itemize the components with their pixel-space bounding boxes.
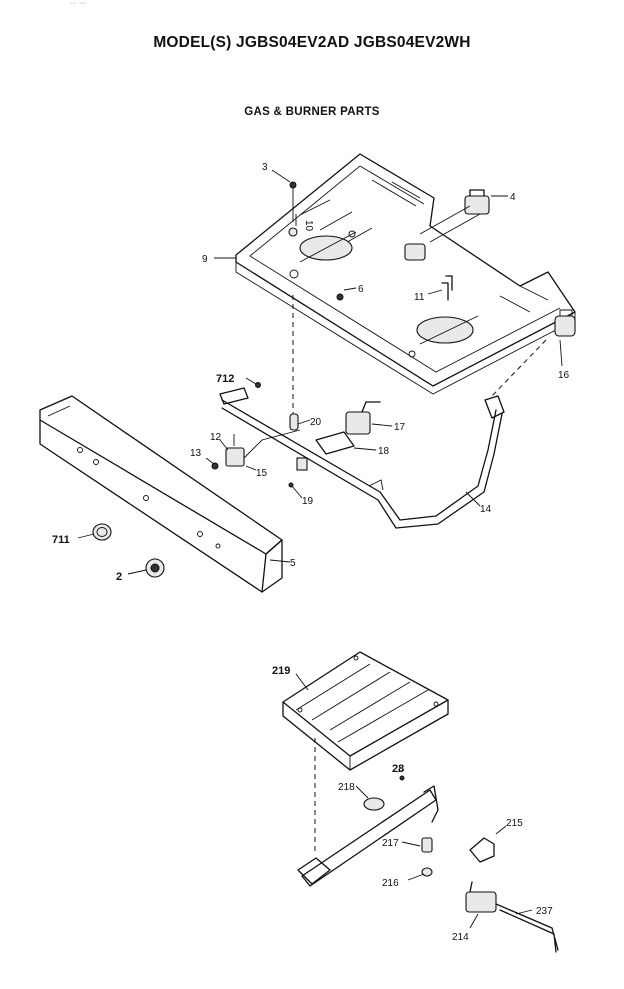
- label-217: 217: [382, 838, 399, 849]
- lower-burner-assembly: [297, 775, 559, 953]
- label-28: 28: [392, 763, 404, 775]
- label-216: 216: [382, 878, 399, 889]
- orifice-218: [363, 797, 385, 811]
- washer-216: [421, 867, 433, 877]
- wire-237: [495, 903, 559, 953]
- burner-tube-14: [221, 399, 497, 521]
- valve-15: [225, 447, 245, 467]
- label-18: 18: [378, 446, 390, 457]
- label-20: 20: [310, 417, 322, 428]
- igniter-parts: [288, 181, 576, 337]
- label-3: 3: [262, 162, 268, 173]
- orifice-20: [289, 413, 299, 431]
- clip-19: [296, 457, 308, 471]
- label-9: 9: [202, 254, 208, 265]
- manifold-assembly: [211, 382, 505, 529]
- leader-lines: [77, 169, 563, 929]
- label-214: 214: [452, 932, 469, 943]
- control-panel-5: [39, 395, 283, 593]
- valve-214: [465, 891, 497, 913]
- label-4: 4: [510, 192, 516, 203]
- label-219: 219: [272, 665, 290, 677]
- screw-28: [399, 775, 405, 781]
- igniter-secondary: [404, 243, 426, 261]
- bracket-215: [469, 837, 495, 863]
- bezel-711: [92, 523, 112, 541]
- label-215: 215: [506, 818, 523, 829]
- header-marks: ··· ···: [70, 0, 86, 7]
- burner-pan: [235, 153, 576, 395]
- burner-port-right: [416, 316, 474, 344]
- label-10: 10: [303, 220, 314, 232]
- label-6: 6: [358, 284, 364, 295]
- screw-712: [255, 382, 261, 388]
- label-5: 5: [290, 558, 296, 569]
- screw-6: [336, 293, 344, 301]
- part-labels: 3 10 4 9 6 11 16 712 20 17 12 13 15 18 1…: [52, 162, 570, 943]
- label-11: 11: [414, 292, 425, 303]
- label-16: 16: [558, 370, 570, 381]
- label-15: 15: [256, 468, 268, 479]
- valve-16: [554, 315, 576, 337]
- clip-11: [441, 275, 453, 301]
- washer-10: [288, 227, 298, 237]
- switch-17: [345, 411, 371, 435]
- label-13: 13: [190, 448, 202, 459]
- section-subtitle: GAS & BURNER PARTS: [244, 106, 380, 118]
- label-2: 2: [116, 571, 122, 583]
- label-12: 12: [210, 432, 222, 443]
- label-14: 14: [480, 504, 492, 515]
- label-19: 19: [302, 496, 314, 507]
- screw-3: [289, 181, 297, 189]
- page-title: MODEL(S) JGBS04EV2AD JGBS04EV2WH: [153, 34, 471, 51]
- label-237: 237: [536, 906, 553, 917]
- clip-217: [421, 837, 433, 853]
- label-712: 712: [216, 373, 234, 385]
- label-711: 711: [52, 534, 70, 546]
- bracket-18: [315, 431, 355, 455]
- label-17: 17: [394, 422, 406, 433]
- heat-shield-219: [282, 651, 449, 771]
- label-218: 218: [338, 782, 355, 793]
- nut-13: [211, 462, 219, 470]
- igniter-4: [464, 195, 490, 215]
